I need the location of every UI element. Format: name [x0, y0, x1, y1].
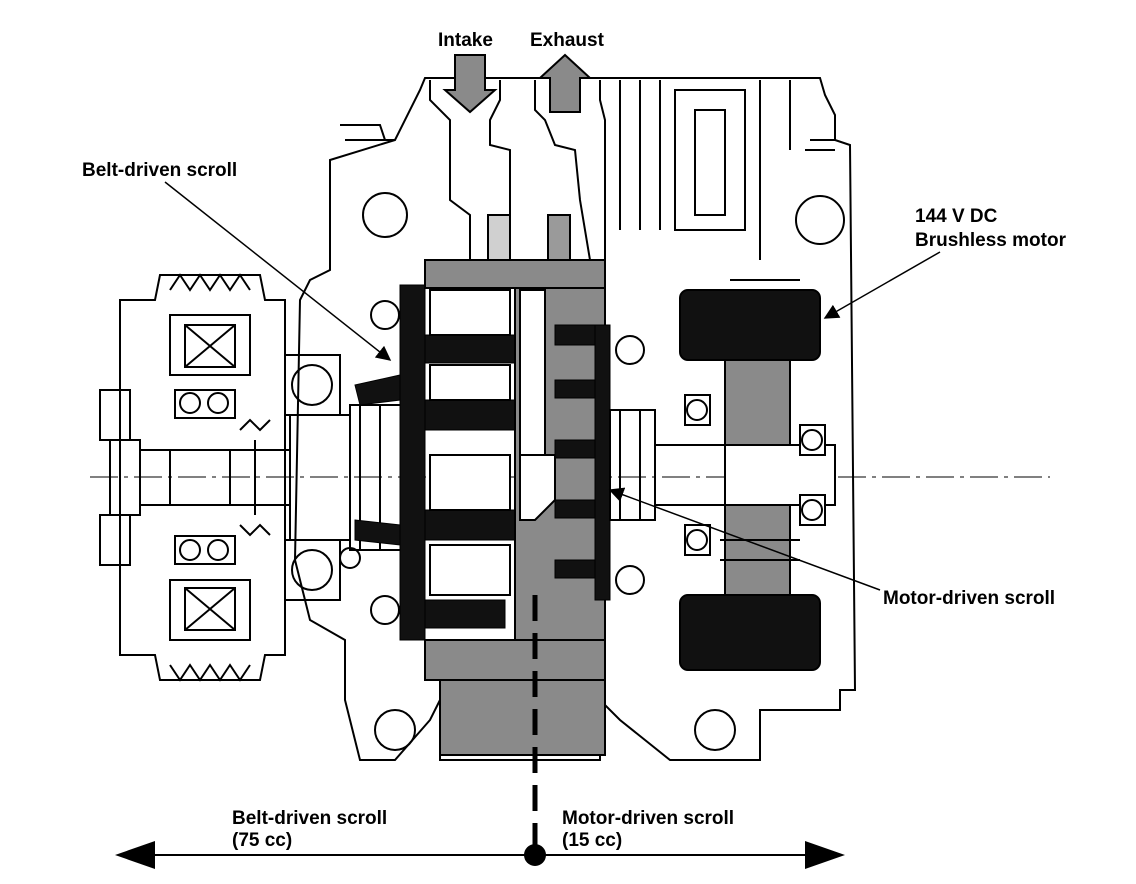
fixed-scroll-body [424, 259, 606, 756]
intake-arrow [442, 54, 498, 114]
motor-driven-scroll-plate [554, 324, 611, 601]
left-bearings [284, 300, 406, 625]
scale-left-capacity: (75 cc) [232, 830, 292, 851]
motor-driven-scroll-callout: Motor-driven scroll [883, 588, 1055, 609]
motor-scroll-bearings [609, 335, 726, 595]
motor-scroll-leader-line [608, 487, 881, 591]
belt-driven-scroll-plate [354, 284, 526, 641]
scale-left-arrowhead [115, 841, 155, 869]
brushless-motor [679, 279, 836, 671]
scale-right-name: Motor-driven scroll [562, 808, 734, 829]
motor-type-callout: Brushless motor [915, 230, 1067, 251]
compressor-housing [293, 77, 857, 761]
intake-label: Intake [438, 30, 493, 51]
scale-center-dot [524, 844, 546, 866]
exhaust-arrow [537, 53, 593, 113]
belt-scroll-leader-line [164, 181, 392, 361]
scale-left-name: Belt-driven scroll [232, 808, 387, 829]
scale-right-capacity: (15 cc) [562, 830, 622, 851]
belt-driven-scroll-callout: Belt-driven scroll [82, 160, 237, 181]
motor-leader-line [823, 251, 941, 319]
exhaust-label: Exhaust [530, 30, 605, 51]
top-passages [429, 80, 791, 261]
clutch-pulley-assembly [99, 273, 291, 682]
motor-voltage-callout: 144 V DC [915, 206, 998, 227]
scale-right-arrowhead [805, 841, 845, 869]
